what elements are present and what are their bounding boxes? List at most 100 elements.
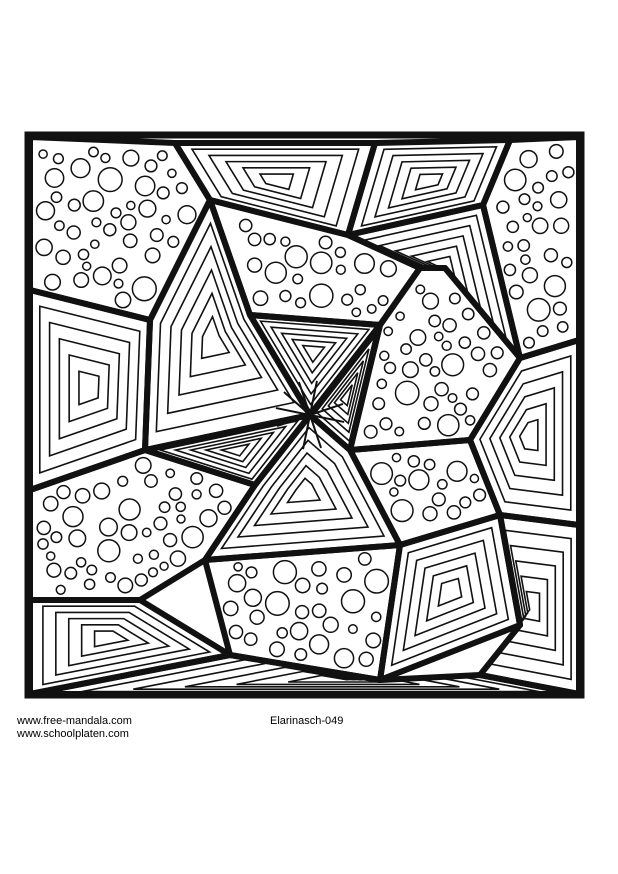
spiral-line: [400, 166, 458, 200]
bubble-circle: [113, 278, 124, 289]
bubble-circle: [470, 346, 486, 362]
bubble-circle: [464, 414, 476, 426]
bubble-circle: [264, 590, 290, 616]
spiral-line: [387, 159, 471, 209]
cell-circles: [370, 452, 487, 523]
bubble-circle: [461, 307, 475, 321]
bubble-circle: [158, 501, 171, 514]
bubble-circle: [35, 201, 56, 221]
bubble-circle: [55, 249, 71, 266]
bubble-circle: [376, 378, 388, 390]
bubble-circle: [284, 244, 308, 269]
bubble-circle: [276, 627, 289, 639]
bubble-circle: [75, 556, 87, 568]
cell-spiral: [487, 529, 572, 681]
spiral-line: [219, 426, 386, 550]
bubble-circle: [50, 531, 63, 544]
cell-circles: [363, 284, 504, 439]
bubble-circle: [354, 283, 367, 296]
bubble-circle: [35, 238, 53, 257]
bubble-circle: [156, 150, 168, 162]
bubble-circle: [97, 166, 123, 193]
spiral-line: [207, 154, 344, 218]
artwork-title: Elarinasch-049: [270, 715, 344, 727]
cell-outline: [480, 134, 582, 361]
spiral-line: [518, 418, 539, 452]
cell-spiral: [479, 354, 572, 512]
bubble-circle: [134, 573, 149, 587]
spiral-line: [157, 419, 300, 481]
cell-outline: [27, 287, 153, 493]
bubble-circle: [522, 336, 536, 349]
bubble-circle: [441, 353, 465, 377]
center-spoke: [309, 380, 318, 416]
bubble-circle: [243, 588, 263, 608]
bubble-circle: [446, 460, 468, 482]
bubble-circle: [111, 257, 128, 274]
cell-spiral: [360, 145, 498, 228]
bubble-circle: [458, 336, 472, 349]
center-spoke: [309, 388, 334, 416]
bubble-circle: [62, 505, 84, 528]
bubble-circle: [292, 273, 304, 285]
spiral-line: [80, 624, 151, 658]
spiral-line: [495, 544, 565, 666]
bubble-circle: [441, 340, 452, 352]
bubble-circle: [502, 241, 514, 252]
bubble-circle: [134, 456, 152, 474]
bubble-circle: [264, 261, 288, 284]
bubble-circle: [249, 609, 265, 625]
spiral-line: [425, 564, 475, 623]
bubble-circle: [379, 350, 390, 362]
bubble-circle: [217, 500, 232, 516]
bubble-circle: [336, 566, 353, 583]
spiral-line: [360, 145, 498, 228]
bubble-circle: [423, 395, 439, 412]
bubble-circle: [383, 326, 394, 337]
center-spoke: [275, 407, 311, 416]
bubble-circle: [379, 417, 393, 431]
bubble-circle: [341, 293, 354, 306]
bubble-circle: [122, 149, 140, 167]
bubble-circle: [543, 274, 567, 298]
cell-spiral: [38, 305, 141, 475]
bubble-circle: [459, 496, 472, 509]
bubble-circle: [377, 295, 389, 307]
spiral-line: [508, 402, 547, 467]
bubble-circle: [77, 248, 90, 261]
bubble-circle: [482, 362, 498, 378]
bubble-circle: [148, 549, 160, 561]
bubble-circle: [132, 553, 144, 564]
bubble-circle: [97, 538, 121, 563]
bubble-circle: [383, 361, 397, 375]
bubble-circle: [228, 624, 244, 640]
bubble-circle: [103, 222, 117, 237]
bubble-circle: [311, 561, 327, 577]
bubble-circle: [294, 297, 307, 309]
bubble-circle: [496, 200, 510, 214]
bubble-circle: [372, 397, 386, 411]
spiral-line: [414, 173, 444, 191]
bubble-circle: [89, 239, 100, 250]
bubble-circle: [333, 647, 355, 669]
bubble-circle: [476, 326, 491, 340]
bubble-circle: [56, 484, 71, 500]
cell-circles: [36, 456, 232, 595]
bubble-circle: [64, 566, 78, 580]
bubble-circle: [545, 170, 558, 183]
bubble-circle: [247, 232, 262, 247]
bubble-circle: [122, 233, 138, 249]
spiral-line: [498, 386, 556, 482]
bubble-circle: [552, 301, 568, 316]
bubble-circle: [294, 577, 311, 594]
bubble-circle: [379, 260, 398, 278]
bubble-circle: [66, 225, 81, 240]
cell-spiral: [155, 221, 296, 433]
bubble-circle: [167, 235, 180, 248]
bubble-circle: [199, 508, 218, 528]
center-spoke: [302, 414, 311, 450]
bubble-circle: [394, 380, 420, 406]
bubble-circle: [390, 498, 414, 523]
bubble-circle: [37, 538, 49, 550]
center-spoke: [276, 414, 311, 427]
